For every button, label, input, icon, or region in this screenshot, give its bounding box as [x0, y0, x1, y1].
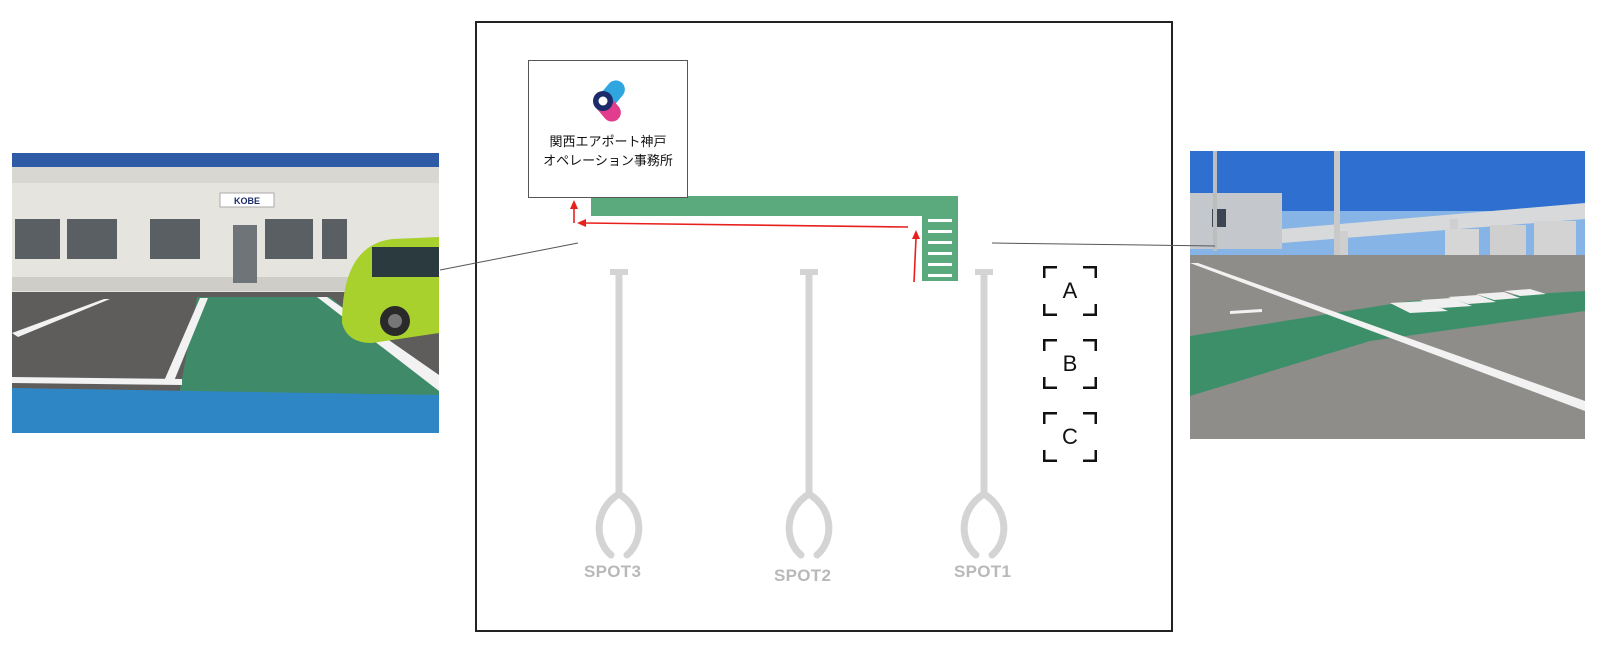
office-box: 関西エアポート神戸 オペレーション事務所: [528, 60, 688, 198]
parking-slot-a: A: [1043, 266, 1097, 316]
bracket-frame-icon: [1043, 266, 1097, 316]
office-name-line1: 関西エアポート神戸: [549, 135, 667, 150]
office-name: 関西エアポート神戸 オペレーション事務所: [529, 133, 687, 171]
parking-slot-c: C: [1043, 412, 1097, 462]
parking-slot-label: C: [1062, 424, 1078, 449]
parking-slot-label: B: [1062, 351, 1078, 376]
office-name-line2: オペレーション事務所: [543, 154, 673, 169]
apron-walkway-photo: [1190, 151, 1585, 439]
spot2-marker: [785, 269, 833, 559]
kobe-sign-text: KOBE: [234, 196, 260, 206]
route-arrow: [570, 200, 920, 283]
spot3-label: SPOT3: [584, 562, 642, 581]
right-photo-connector-line: [991, 242, 1216, 247]
office-building-photo: KOBE: [12, 153, 439, 433]
spot2-label: SPOT2: [774, 566, 832, 585]
parking-slot-label: A: [1062, 278, 1078, 303]
spot1-marker: [960, 269, 1008, 559]
crosswalk-stripes: [928, 219, 952, 277]
left-photo-connector-line: [439, 242, 579, 271]
walkway-crossing: [922, 196, 958, 281]
bracket-frame-icon: [1043, 339, 1097, 389]
spot1-label: SPOT1: [954, 562, 1012, 581]
kansai-airports-logo: [593, 80, 625, 122]
walkway-horizontal: [591, 196, 958, 216]
bracket-frame-icon: [1043, 412, 1097, 462]
parking-slot-b: B: [1043, 339, 1097, 389]
spot3-marker: [595, 269, 643, 559]
